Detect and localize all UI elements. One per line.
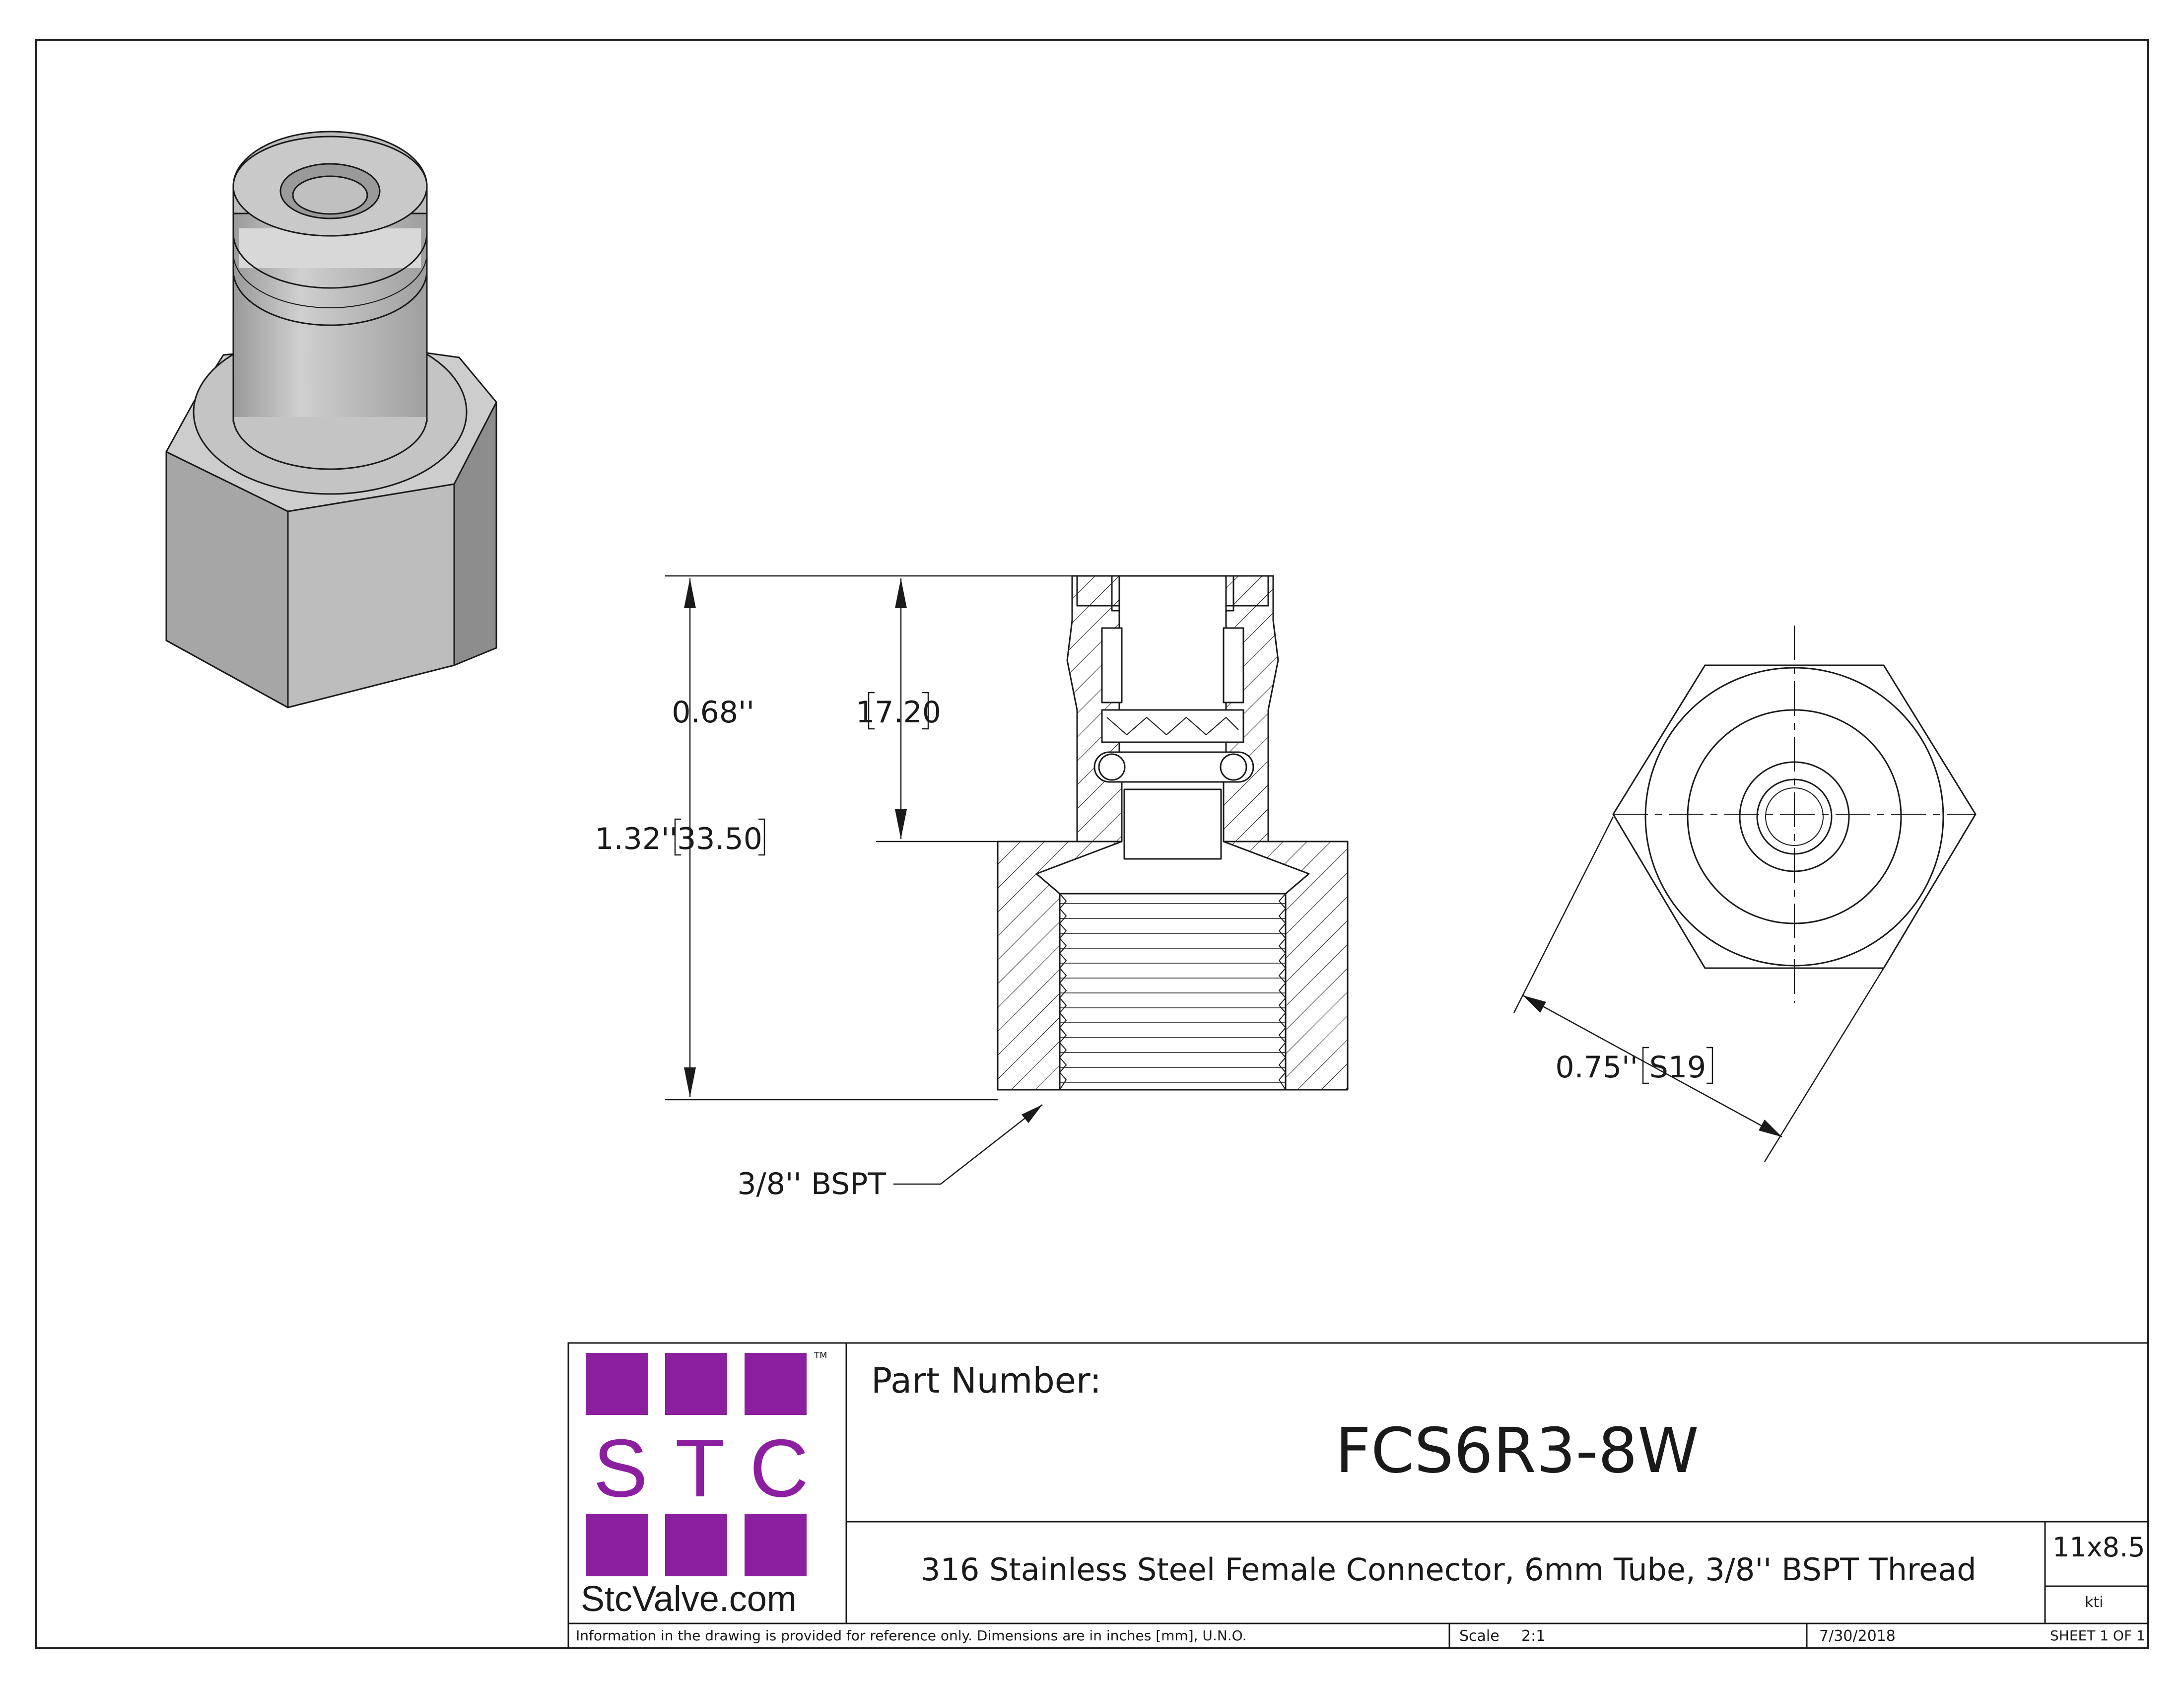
overall-height-mm: 33.50 xyxy=(677,822,762,856)
section-view xyxy=(997,575,1349,1091)
title-block-frame xyxy=(567,1342,2149,1649)
end-view xyxy=(1612,626,1977,1003)
disclaimer: Information in the drawing is provided f… xyxy=(576,1627,1247,1644)
dimension-labels: 0.68'' 17.20 1.32'' 33.50 0.75'' S19 3/8… xyxy=(595,692,1713,1201)
sheet-number: SHEET 1 OF 1 xyxy=(2050,1627,2145,1644)
part-description: 316 Stainless Steel Female Connector, 6m… xyxy=(921,1551,1977,1588)
hex-flats-value: 0.75'' xyxy=(1555,1050,1638,1085)
hex-flats-mm: S19 xyxy=(1649,1050,1706,1085)
logo-trademark: TM xyxy=(814,1350,827,1361)
logo-letter-c: C xyxy=(750,1422,809,1514)
logo-square xyxy=(665,1353,727,1415)
logo-website: StcValve.com xyxy=(581,1579,797,1619)
logo-square xyxy=(586,1353,648,1415)
logo-square xyxy=(745,1514,807,1576)
scale-label: Scale xyxy=(1459,1627,1500,1645)
logo-square xyxy=(665,1514,727,1576)
scale-value: 2:1 xyxy=(1521,1627,1546,1645)
logo-square xyxy=(745,1353,807,1415)
logo-letter-s: S xyxy=(593,1422,648,1514)
drawing-date: 7/30/2018 xyxy=(1819,1627,1896,1645)
logo-square xyxy=(586,1514,648,1576)
part-number-label: Part Number: xyxy=(871,1360,1101,1401)
isometric-view xyxy=(165,131,497,708)
dimension-lines xyxy=(665,575,1885,1185)
upper-height-value: 0.68'' xyxy=(672,695,754,730)
upper-height-mm: 17.20 xyxy=(856,695,941,730)
drawn-by: kti xyxy=(2085,1594,2104,1611)
sheet-size: 11x8.5 xyxy=(2052,1532,2145,1563)
overall-height-value: 1.32'' xyxy=(595,822,678,856)
logo-letter-t: T xyxy=(675,1422,725,1514)
thread-callout: 3/8'' BSPT xyxy=(737,1167,886,1201)
part-number: FCS6R3-8W xyxy=(1335,1415,1699,1487)
